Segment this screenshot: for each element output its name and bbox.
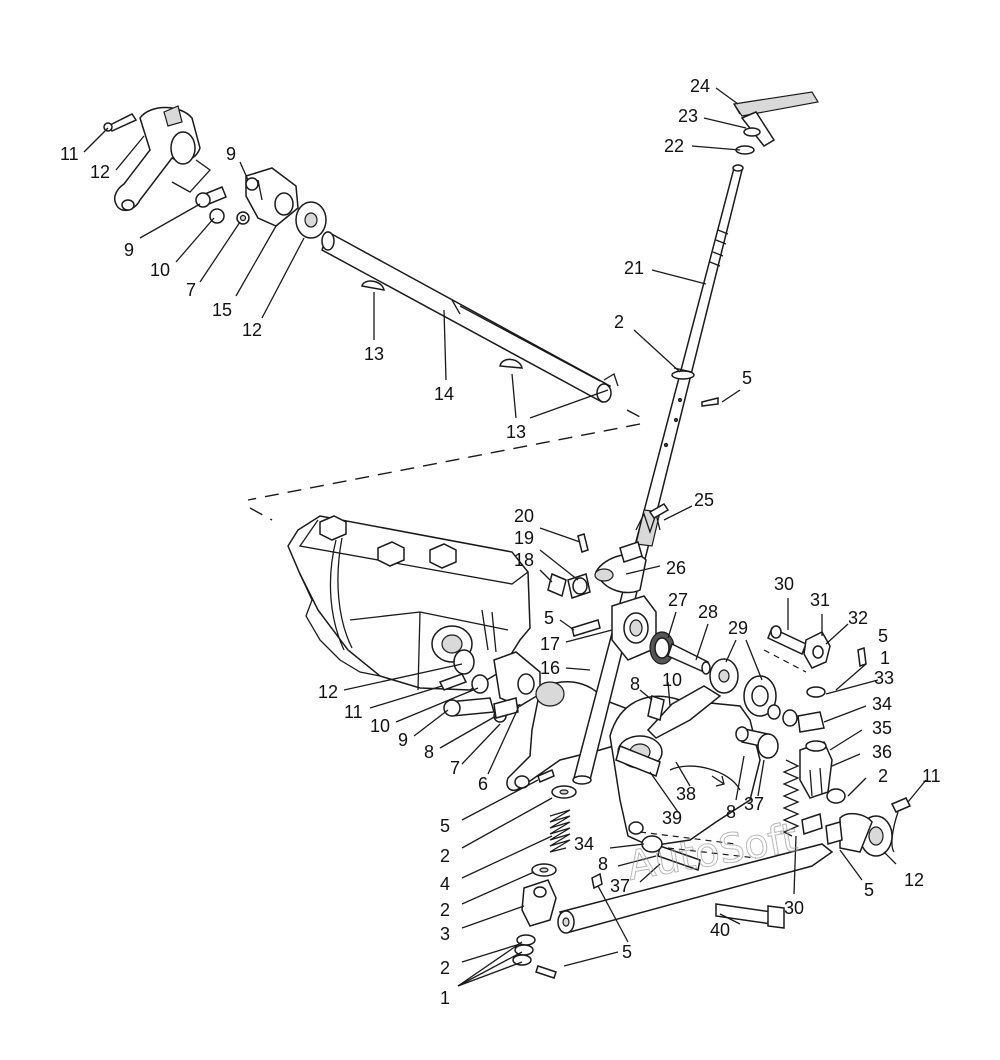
callout-2: 2 (440, 846, 450, 866)
leader-lines (83, 87, 927, 987)
callout-8: 8 (726, 802, 736, 822)
callout-40: 40 (710, 920, 730, 940)
disc-pair (709, 658, 798, 727)
callout-8: 8 (630, 674, 640, 694)
callout-16: 16 (540, 658, 560, 678)
callout-39: 39 (662, 808, 682, 828)
callout-14: 14 (434, 384, 454, 404)
callout-20: 20 (514, 506, 534, 526)
callout-21: 21 (624, 258, 644, 278)
gear-shaft (649, 631, 711, 675)
callout-2: 2 (878, 766, 888, 786)
callout-26: 26 (666, 558, 686, 578)
callout-11: 11 (922, 766, 941, 786)
guide-line (247, 423, 641, 501)
callout-labels: 11 12 9 9 10 7 15 12 13 14 13 24 23 22 2… (60, 76, 941, 1008)
callout-22: 22 (664, 136, 684, 156)
callout-12: 12 (90, 162, 110, 182)
callout-5: 5 (544, 608, 554, 628)
callout-11: 11 (344, 702, 363, 722)
callout-18: 18 (514, 550, 534, 570)
callout-7: 7 (186, 280, 196, 300)
callout-5: 5 (622, 942, 632, 962)
callout-31: 31 (810, 590, 830, 610)
callout-19: 19 (514, 528, 534, 548)
callout-5: 5 (878, 626, 888, 646)
callout-1: 1 (880, 648, 890, 668)
callout-6: 6 (478, 774, 488, 794)
callout-24: 24 (690, 76, 710, 96)
lower-rod (557, 831, 834, 934)
callout-29: 29 (728, 618, 748, 638)
callout-1: 1 (440, 988, 450, 1008)
callout-37: 37 (610, 876, 630, 896)
callout-36: 36 (872, 742, 892, 762)
callout-10: 10 (150, 260, 170, 280)
callout-8: 8 (598, 854, 608, 874)
link-arm (646, 685, 722, 739)
callout-4: 4 (440, 874, 450, 894)
fork-spring-group (735, 726, 846, 837)
callout-38: 38 (676, 784, 696, 804)
callout-5: 5 (742, 368, 752, 388)
callout-5: 5 (864, 880, 874, 900)
callout-34: 34 (872, 694, 892, 714)
callout-8: 8 (424, 742, 434, 762)
upper-lever-assembly (103, 105, 619, 404)
guide-line (249, 507, 273, 521)
callout-34: 34 (574, 834, 594, 854)
spring-stack (512, 768, 603, 979)
callout-32: 32 (848, 608, 868, 628)
callout-30: 30 (774, 574, 794, 594)
callout-12: 12 (242, 320, 262, 340)
callout-28: 28 (698, 602, 718, 622)
callout-25: 25 (694, 490, 714, 510)
callout-2: 2 (440, 958, 450, 978)
callout-2: 2 (440, 900, 450, 920)
right-end-fittings (801, 797, 912, 857)
callout-12: 12 (318, 682, 338, 702)
bolt (647, 695, 665, 721)
guide-line (626, 409, 643, 419)
callout-2: 2 (614, 312, 624, 332)
cotter-pin (701, 397, 719, 407)
callout-13: 13 (506, 422, 526, 442)
callout-3: 3 (440, 924, 450, 944)
callout-12: 12 (904, 870, 924, 890)
callout-7: 7 (450, 758, 460, 778)
callout-30: 30 (784, 898, 804, 918)
callout-17: 17 (540, 634, 560, 654)
callout-5: 5 (440, 816, 450, 836)
right-upper-fittings (763, 625, 867, 733)
callout-9: 9 (398, 730, 408, 750)
callout-35: 35 (872, 718, 892, 738)
mounting-plate (609, 695, 761, 847)
callout-10: 10 (662, 670, 682, 690)
callout-27: 27 (668, 590, 688, 610)
callout-15: 15 (212, 300, 232, 320)
callout-11: 11 (60, 144, 79, 164)
spring-clamp-group (547, 503, 670, 599)
callout-9: 9 (124, 240, 134, 260)
callout-9: 9 (226, 144, 236, 164)
callout-10: 10 (370, 716, 390, 736)
callout-33: 33 (874, 668, 894, 688)
callout-37: 37 (744, 794, 764, 814)
pedal-handle (732, 91, 819, 155)
callout-13: 13 (364, 344, 384, 364)
callout-23: 23 (678, 106, 698, 126)
gearbox-housing (287, 515, 531, 691)
